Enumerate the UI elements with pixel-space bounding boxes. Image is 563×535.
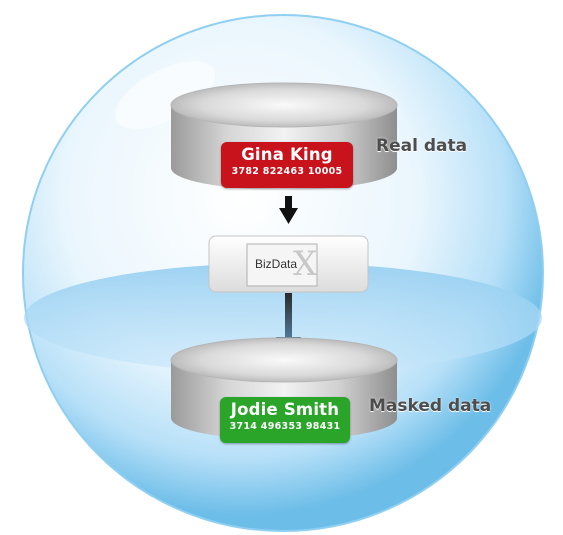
- bizdatax-logo: X BizData: [247, 244, 317, 286]
- arrow-down-icon: [279, 196, 298, 224]
- masked-data-card: Jodie Smith 3714 496353 98431: [220, 397, 350, 443]
- masked-data-caption: Masked data: [369, 396, 492, 416]
- equator-plane: [24, 263, 542, 373]
- masked-record-number: 3714 496353 98431: [229, 421, 341, 432]
- bizdatax-word: BizData: [255, 257, 298, 271]
- bizdatax-logo-frame: [246, 243, 318, 287]
- real-record-name: Gina King: [241, 145, 333, 164]
- masked-record-name: Jodie Smith: [230, 400, 340, 419]
- real-data-caption: Real data: [376, 136, 468, 156]
- sphere-highlight: [115, 61, 215, 129]
- real-record-number: 3782 822463 10005: [231, 166, 343, 177]
- real-data-card: Gina King 3782 822463 10005: [221, 142, 353, 188]
- bizdatax-x-mark: X: [293, 244, 318, 284]
